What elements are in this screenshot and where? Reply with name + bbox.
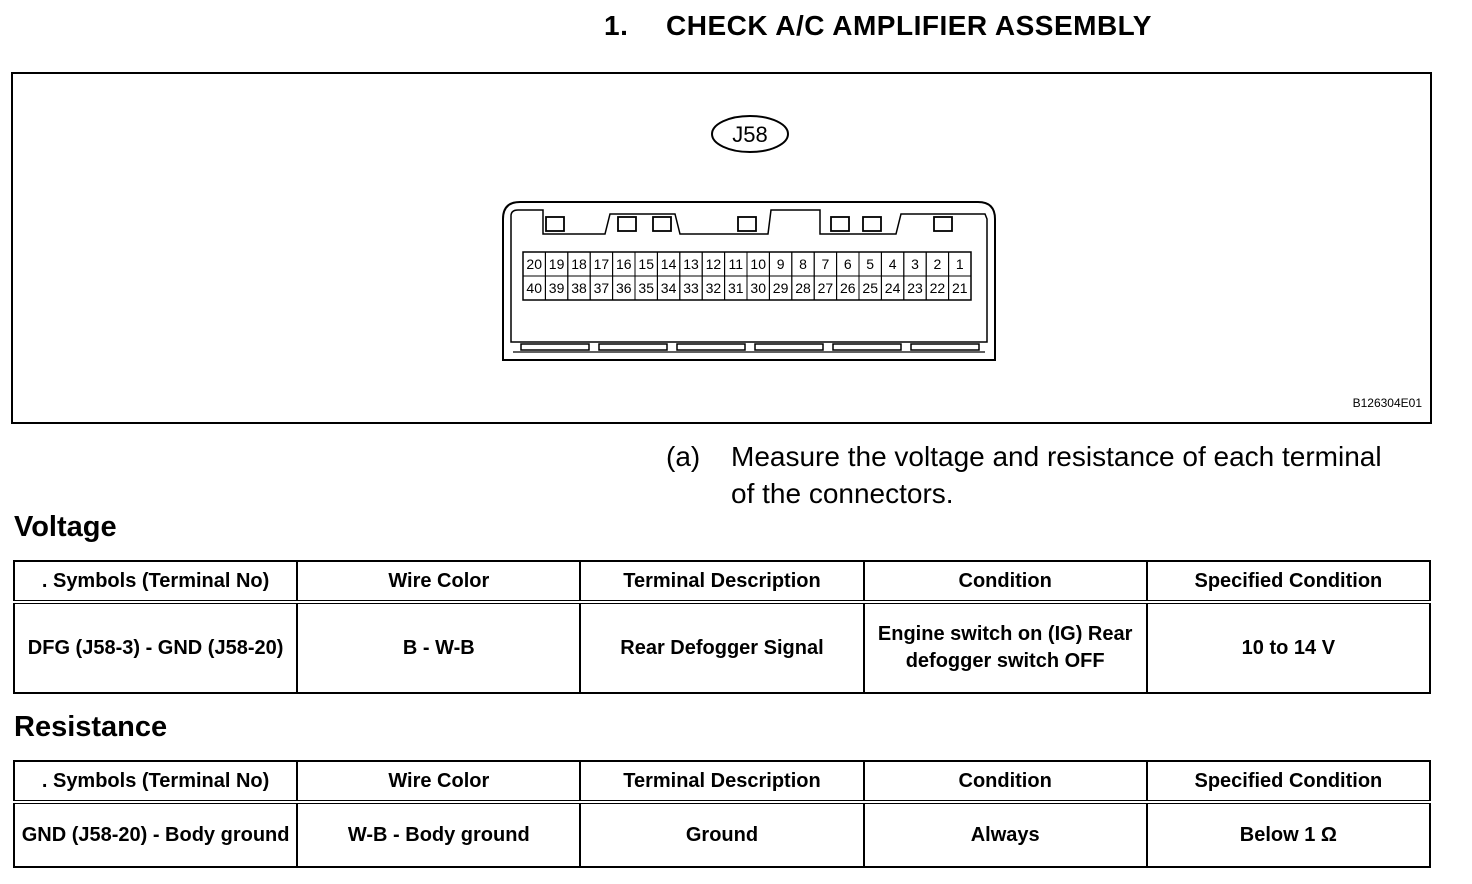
voltage-table: . Symbols (Terminal No) Wire Color Termi…: [12, 560, 1432, 694]
terminal-number: 8: [799, 256, 807, 272]
instruction-text: Measure the voltage and resistance of ea…: [731, 441, 1382, 509]
resistance-table: . Symbols (Terminal No) Wire Color Termi…: [12, 760, 1432, 868]
cell-condition: Always: [862, 801, 1148, 868]
step-title-text: CHECK A/C AMPLIFIER ASSEMBLY: [666, 10, 1152, 41]
terminal-number: 23: [907, 280, 923, 296]
terminal-number: 17: [594, 256, 610, 272]
col-symbols: . Symbols (Terminal No): [12, 560, 299, 604]
table-row: DFG (J58-3) - GND (J58-20) B - W-B Rear …: [12, 601, 1432, 694]
col-terminal-description: Terminal Description: [579, 560, 865, 604]
terminal-number: 5: [866, 256, 874, 272]
cell-specified-condition: 10 to 14 V: [1145, 601, 1432, 694]
terminal-number: 33: [683, 280, 699, 296]
terminal-number: 15: [638, 256, 654, 272]
terminal-number: 36: [616, 280, 632, 296]
col-condition: Condition: [862, 760, 1148, 804]
col-specified-condition: Specified Condition: [1145, 760, 1432, 804]
terminal-number: 9: [777, 256, 785, 272]
col-wire-color: Wire Color: [296, 560, 582, 604]
voltage-heading: Voltage: [14, 511, 117, 543]
terminal-number: 22: [930, 280, 946, 296]
terminal-cell: [948, 275, 972, 301]
terminal-number: 37: [594, 280, 610, 296]
connector-inner-outline: [510, 209, 988, 343]
terminal-number: 20: [526, 256, 542, 272]
col-wire-color: Wire Color: [296, 760, 582, 804]
terminal-number: 24: [885, 280, 901, 296]
terminal-number: 32: [706, 280, 722, 296]
terminal-number: 6: [844, 256, 852, 272]
cell-symbols: GND (J58-20) - Body ground: [12, 801, 299, 868]
terminal-number: 12: [706, 256, 722, 272]
terminal-number: 7: [822, 256, 830, 272]
terminal-number: 26: [840, 280, 856, 296]
terminal-number: 19: [549, 256, 565, 272]
terminal-number: 16: [616, 256, 632, 272]
figure-id: B126304E01: [1352, 396, 1422, 410]
instruction-label: (a): [666, 441, 701, 472]
cell-wire-color: B - W-B: [296, 601, 582, 694]
table-header-row: . Symbols (Terminal No) Wire Color Termi…: [12, 560, 1432, 604]
connector-keys: [545, 216, 953, 232]
connector-latch-rails: [520, 343, 980, 351]
terminal-number: 4: [889, 256, 897, 272]
terminal-number: 10: [750, 256, 766, 272]
col-symbols: . Symbols (Terminal No): [12, 760, 299, 804]
cell-terminal-description: Rear Defogger Signal: [579, 601, 865, 694]
terminal-number: 14: [661, 256, 677, 272]
connector-label: J58: [732, 122, 767, 147]
terminal-number: 11: [729, 256, 744, 272]
terminal-number: 38: [571, 280, 587, 296]
terminal-number: 21: [952, 280, 968, 296]
step-title: 1. CHECK A/C AMPLIFIER ASSEMBLY: [604, 10, 1152, 42]
terminal-number: 30: [750, 280, 766, 296]
terminal-number: 25: [862, 280, 878, 296]
cell-terminal-description: Ground: [579, 801, 865, 868]
connector-label-ellipse: [711, 115, 789, 153]
terminal-number: 34: [661, 280, 677, 296]
terminal-number: 1: [956, 256, 964, 272]
col-terminal-description: Terminal Description: [579, 760, 865, 804]
table-row: GND (J58-20) - Body ground W-B - Body gr…: [12, 801, 1432, 868]
cell-condition: Engine switch on (IG) Rear defogger swit…: [862, 601, 1148, 694]
terminal-number: 39: [549, 280, 565, 296]
step-number: 1.: [604, 10, 629, 41]
table-header-row: . Symbols (Terminal No) Wire Color Termi…: [12, 760, 1432, 804]
cell-symbols: DFG (J58-3) - GND (J58-20): [12, 601, 299, 694]
col-specified-condition: Specified Condition: [1145, 560, 1432, 604]
terminal-number: 40: [526, 280, 542, 296]
terminal-number: 28: [795, 280, 811, 296]
terminal-number: 31: [728, 280, 744, 296]
terminal-number: 2: [934, 256, 942, 272]
terminal-number: 3: [911, 256, 919, 272]
terminal-number: 18: [571, 256, 587, 272]
col-condition: Condition: [862, 560, 1148, 604]
terminal-number: 29: [773, 280, 789, 296]
resistance-heading: Resistance: [14, 711, 168, 743]
terminal-number: 35: [638, 280, 654, 296]
terminal-number: 27: [818, 280, 834, 296]
terminal-number: 13: [683, 256, 699, 272]
cell-wire-color: W-B - Body ground: [296, 801, 582, 868]
cell-specified-condition: Below 1 Ω: [1145, 801, 1432, 868]
